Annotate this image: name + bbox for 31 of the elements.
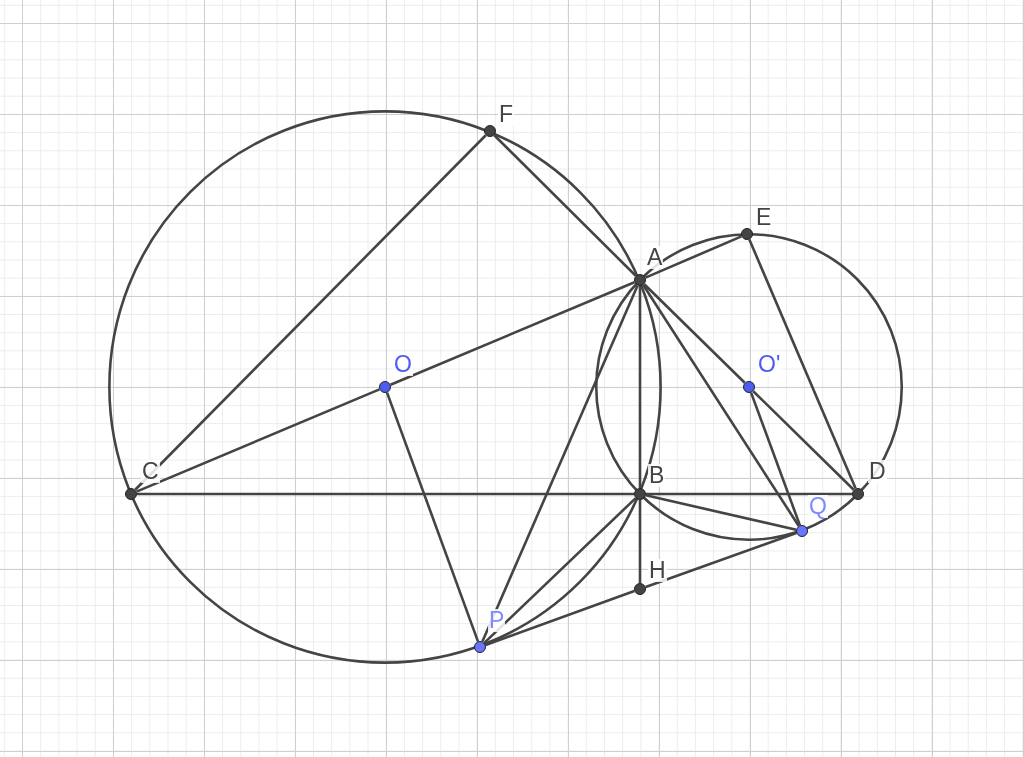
point-label: H <box>648 559 667 582</box>
line-segment <box>645 235 742 279</box>
line-segment <box>483 497 637 644</box>
point-label: O' <box>757 353 782 376</box>
point-label: P <box>488 609 506 632</box>
point-label: F <box>498 103 515 126</box>
line-segment <box>485 589 635 647</box>
line-segment <box>137 492 634 496</box>
line-segment <box>493 134 637 277</box>
line-segment <box>385 392 480 642</box>
line-segment <box>136 388 380 493</box>
point-label: D <box>868 460 887 483</box>
line-segment <box>748 239 857 489</box>
line-segment <box>390 281 635 386</box>
point-label: O <box>393 353 413 376</box>
line-segment <box>646 492 852 496</box>
point-label: A <box>646 246 664 269</box>
line-segment <box>749 392 802 526</box>
line-segment <box>645 531 797 589</box>
line-segment <box>643 283 746 384</box>
point-label: Q <box>808 495 828 518</box>
line-segment <box>481 285 639 642</box>
point-label: E <box>755 206 773 229</box>
point-label: B <box>648 464 666 487</box>
line-segment <box>645 494 797 531</box>
line-segment <box>638 286 642 488</box>
line-segment <box>638 500 642 583</box>
point-label: C <box>141 460 160 483</box>
line-segment <box>134 134 487 491</box>
line-segment <box>642 284 800 527</box>
line-segment <box>752 390 855 491</box>
